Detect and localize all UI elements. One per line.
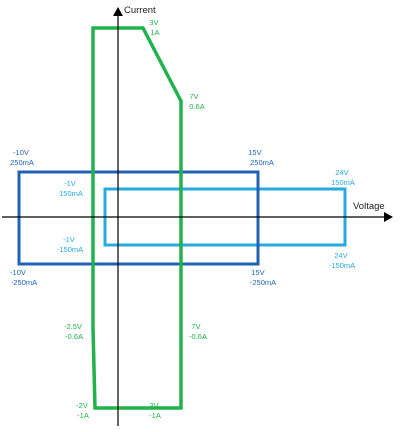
- label-15v-250ma: 15V 250mA: [248, 148, 274, 167]
- label-neg10v-neg250ma: -10V -250mA: [10, 268, 37, 287]
- y-axis-title: Current: [124, 5, 156, 16]
- label-neg1v-150ma: -1V 150mA: [59, 179, 83, 198]
- label-15v-neg250ma: 15V -250mA: [250, 268, 276, 287]
- x-axis-title: Voltage: [353, 201, 385, 212]
- dark-blue-region: [17, 170, 260, 266]
- label-24v-150ma: 24V 150mA: [331, 168, 355, 187]
- label-24v-neg150ma: 24V -150mA: [329, 251, 355, 270]
- label-3v-neg1a: 3V -1A: [149, 401, 161, 420]
- label-neg1v-neg150ma: -1V -150mA: [57, 235, 83, 254]
- label-7v-0-6a: 7V 0.6A: [189, 92, 204, 111]
- label-3v-1a: 3V 1A: [149, 18, 160, 37]
- green-region: [91, 26, 183, 410]
- label-7v-neg0-6a: 7V -0.6A: [189, 322, 207, 341]
- label-neg2v-neg1a: -2V -1A: [76, 401, 90, 420]
- label-neg10v-250ma: -10V 250mA: [10, 148, 34, 167]
- label-neg2-5v-neg0-6a: -2.5V -0.6A: [64, 322, 84, 341]
